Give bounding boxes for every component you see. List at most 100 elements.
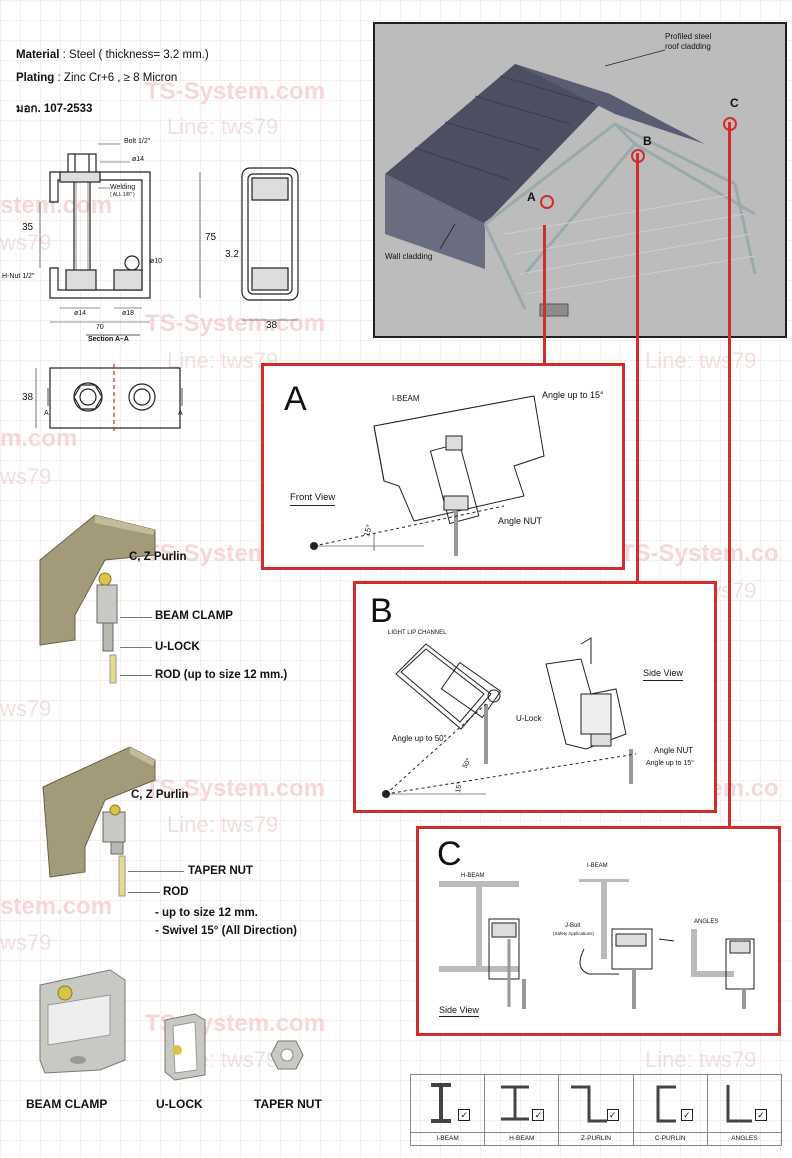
watermark-line: Line: tws79 [167,812,279,837]
detail-b-drawing [382,637,637,798]
detail-b-letter: B [370,592,393,630]
dia14-bottom-label: ø14 [74,310,87,317]
side-drawing [241,167,299,321]
legend-label: H-BEAM [485,1132,559,1142]
leader-line [120,617,152,618]
dim-70: 70 [96,324,104,331]
leader-line [120,675,152,676]
hnut-label: H-Nut 1/2" [2,273,35,280]
product-beam-clamp-label: BEAM CLAMP [26,1097,108,1111]
legend-label: ANGLES [707,1132,782,1142]
watermark-line: Line: tws79 [645,1047,757,1072]
wall-label: Wall cladding [385,252,433,261]
detail-a-angle: Angle up to 15° [542,390,604,400]
plan-drawing [35,364,183,432]
detail-a-box: A I-BEAM Angle up to 15° Front View Angl… [261,363,625,570]
legend-ibeam: ✓ I-BEAM [411,1075,486,1145]
dim-3-2: 3.2 [225,249,239,260]
bolt-label: Bolt 1/2" [124,138,151,145]
check-icon: ✓ [606,1109,619,1121]
angle-icon [726,1085,752,1123]
assembly-taper-nut-drawing [42,746,156,897]
beam-clamp-product [39,969,126,1074]
dim-35: 35 [22,222,34,233]
product-ulock-label: U-LOCK [156,1097,203,1111]
leader-line [128,871,184,872]
detail-c-box: C H-BEAM I-BEAM J-Bolt (Safety Applicati… [416,826,781,1036]
plating-label: Plating [16,72,55,84]
assembly-beam-clamp-drawing [39,514,156,684]
assembly2-taper: TAPER NUT [188,865,253,877]
detail-b-angle50: Angle up to 50° [392,734,447,743]
assembly1-beam-clamp: BEAM CLAMP [155,610,233,622]
assembly2-rod: ROD [163,886,189,898]
section-label: Section A–A [88,336,129,343]
hbeam-icon [501,1085,530,1121]
detail-c-angles: ANGLES [694,919,719,925]
beam-type-legend: ✓ I-BEAM ✓ H-BEAM ✓ Z-PURLIN ✓ C-PURLIN … [410,1074,782,1146]
leader-line [128,892,160,893]
connector-a [543,225,546,365]
detail-b-angle15: Angle up to 15° [646,760,694,767]
detail-b-view: Side View [643,668,683,681]
watermark-line: Line: tws79 [645,348,757,373]
watermark-line: ws79 [0,930,52,955]
point-b-label: B [643,134,652,148]
legend-zpurlin: ✓ Z-PURLIN [559,1075,634,1145]
zpurlin-icon [571,1085,608,1123]
legend-hbeam: ✓ H-BEAM [485,1075,560,1145]
standard-code: มอก. 107-2533 [16,103,93,115]
check-icon: ✓ [680,1109,693,1121]
point-c-label: C [730,96,739,110]
spec-block: Material : Steel ( thickness= 3.2 mm.) P… [16,44,209,121]
detail-a-ibeam: I-BEAM [392,394,420,403]
dia10-label: ø10 [150,258,163,265]
welding-label: Welding [110,184,136,191]
detail-b-ulock: U-Lock [516,714,542,723]
detail-a-letter: A [284,380,307,418]
detail-c-letter: C [437,835,462,873]
assembly2-note1: - up to size 12 mm. [155,907,258,919]
assembly1-purlin: C, Z Purlin [129,551,187,563]
assembly2-note2: - Swivel 15° (All Direction) [155,925,297,937]
detail-c-hbeam: H-BEAM [461,873,485,879]
ibeam-icon [431,1083,451,1123]
point-a-label: A [527,190,536,204]
assembly1-ulock: U-LOCK [155,641,200,653]
material-value: : Steel ( thickness= 3.2 mm.) [59,49,209,61]
detail-b-box: B LIGHT LIP CHANNEL U-Lock Angle up to 5… [353,581,717,813]
check-icon: ✓ [532,1109,545,1121]
dim-75: 75 [205,232,217,243]
detail-a-nut: Angle NUT [498,516,543,526]
roof-label: Profiled steel roof cladding [665,32,712,51]
assembly2-purlin: C, Z Purlin [131,789,189,801]
taper-nut-product [270,1040,304,1070]
legend-cpurlin: ✓ C-PURLIN [633,1075,708,1145]
dia18-label: ø18 [122,310,135,317]
detail-a-view: Front View [290,492,336,506]
check-icon: ✓ [458,1109,471,1121]
cpurlin-icon [656,1085,676,1123]
detail-c-jbolt-note: (Safety Applications) [553,931,595,936]
watermark-site: TS-System.co [620,540,779,567]
material-label: Material [16,49,60,61]
building-panel: Profiled steel roof cladding Wall claddi… [373,22,787,338]
detail-c-view: Side View [439,1005,479,1017]
connector-c [728,122,731,828]
section-mark-left: A [44,410,49,417]
detail-b-channel: LIGHT LIP CHANNEL [388,630,447,636]
detail-c-drawing [439,879,755,1009]
building-illustration [385,49,757,317]
dia14-top-label: ø14 [132,156,145,163]
connector-b [636,153,639,583]
dim-38-plan: 38 [22,392,34,403]
weld-note: ( ALL 1/8" ) [110,192,135,198]
legend-label: C-PURLIN [633,1132,707,1142]
plating-value: : Zinc Cr+6 , ≥ 8 Micron [54,72,178,84]
assembly1-rod: ROD (up to size 12 mm.) [155,669,288,681]
ulock-product [164,1013,206,1081]
section-mark-right: A [178,410,183,417]
detail-a-drawing [310,395,545,556]
section-drawing [39,143,201,336]
watermark-line: ws79 [0,464,52,489]
